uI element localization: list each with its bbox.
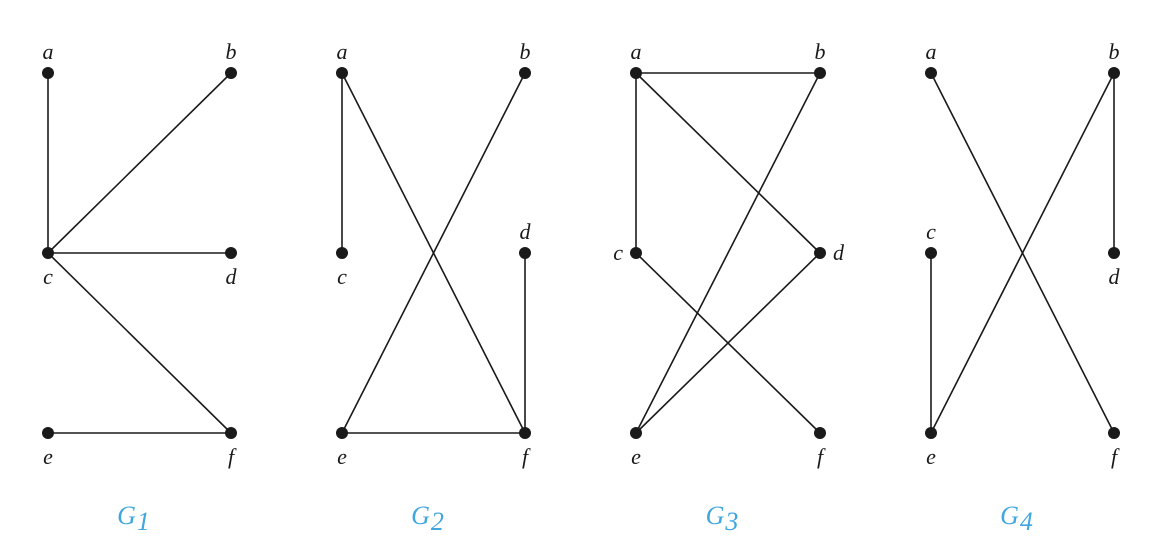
graph-caption-g3: G3 bbox=[706, 501, 739, 536]
graph-g4: a b c d e fG4 bbox=[925, 39, 1121, 536]
edge-g1-b-c bbox=[47, 72, 232, 254]
vertex-label-g2-e: e bbox=[337, 444, 347, 469]
graph-caption-name: G bbox=[117, 501, 136, 530]
vertex-g3-a bbox=[630, 67, 642, 79]
vertex-label-g3-a: a bbox=[631, 39, 642, 64]
vertex-g2-f bbox=[519, 427, 531, 439]
graph-g1: a b c d e fG1 bbox=[42, 39, 238, 536]
edge-g2-b-e bbox=[341, 72, 526, 434]
vertex-g3-e bbox=[630, 427, 642, 439]
vertex-label-g2-a: a bbox=[337, 39, 348, 64]
vertex-g1-f bbox=[225, 427, 237, 439]
graph-caption-g4: G4 bbox=[1000, 501, 1033, 536]
vertex-g4-e bbox=[925, 427, 937, 439]
edge-g3-d-e bbox=[635, 252, 821, 434]
vertex-label-g3-c: c bbox=[613, 240, 623, 265]
graph-g3: a b c d e fG3 bbox=[613, 39, 845, 536]
vertex-label-g1-c: c bbox=[43, 264, 53, 289]
vertex-label-g1-a: a bbox=[43, 39, 54, 64]
graph-caption-subscript: 3 bbox=[724, 507, 738, 536]
graph-g2: a b c d e fG2 bbox=[336, 39, 532, 536]
vertex-g3-f bbox=[814, 427, 826, 439]
vertex-label-g4-d: d bbox=[1109, 264, 1121, 289]
vertex-g1-b bbox=[225, 67, 237, 79]
edge-g1-c-f bbox=[47, 252, 232, 434]
vertex-g3-b bbox=[814, 67, 826, 79]
graph-caption-subscript: 2 bbox=[431, 507, 444, 536]
vertex-label-g4-a: a bbox=[926, 39, 937, 64]
vertex-label-g3-b: b bbox=[815, 39, 826, 64]
graph-caption-g1: G1 bbox=[117, 501, 150, 536]
graph-caption-name: G bbox=[411, 501, 430, 530]
vertex-label-g2-c: c bbox=[337, 264, 347, 289]
vertex-label-g1-e: e bbox=[43, 444, 53, 469]
vertex-g2-e bbox=[336, 427, 348, 439]
vertex-g4-b bbox=[1108, 67, 1120, 79]
vertex-label-g4-b: b bbox=[1109, 39, 1120, 64]
vertex-label-g2-b: b bbox=[520, 39, 531, 64]
vertex-g4-c bbox=[925, 247, 937, 259]
edge-g3-a-d bbox=[635, 72, 821, 254]
vertex-label-g1-f: f bbox=[228, 444, 237, 469]
vertex-g4-a bbox=[925, 67, 937, 79]
graph-caption-subscript: 4 bbox=[1020, 507, 1033, 536]
graph-caption-g2: G2 bbox=[411, 501, 444, 536]
edge-g4-b-e bbox=[930, 72, 1115, 434]
vertex-g3-d bbox=[814, 247, 826, 259]
vertex-label-g1-d: d bbox=[226, 264, 238, 289]
vertex-label-g4-e: e bbox=[926, 444, 936, 469]
vertex-g3-c bbox=[630, 247, 642, 259]
vertex-label-g3-f: f bbox=[817, 444, 826, 469]
vertex-label-g1-b: b bbox=[226, 39, 237, 64]
graph-caption-subscript: 1 bbox=[137, 507, 150, 536]
vertex-label-g4-f: f bbox=[1111, 444, 1120, 469]
vertex-label-g4-c: c bbox=[926, 219, 936, 244]
vertex-g4-f bbox=[1108, 427, 1120, 439]
vertex-g2-a bbox=[336, 67, 348, 79]
vertex-g4-d bbox=[1108, 247, 1120, 259]
vertex-label-g3-e: e bbox=[631, 444, 641, 469]
vertex-label-g2-f: f bbox=[522, 444, 531, 469]
vertex-g1-a bbox=[42, 67, 54, 79]
vertex-g1-d bbox=[225, 247, 237, 259]
edge-g3-b-e bbox=[635, 72, 821, 434]
vertex-g1-c bbox=[42, 247, 54, 259]
vertex-label-g3-d: d bbox=[833, 240, 845, 265]
vertex-label-g2-d: d bbox=[520, 219, 532, 244]
vertex-g2-d bbox=[519, 247, 531, 259]
vertex-g2-c bbox=[336, 247, 348, 259]
graph-caption-name: G bbox=[706, 501, 725, 530]
vertex-g1-e bbox=[42, 427, 54, 439]
vertex-g2-b bbox=[519, 67, 531, 79]
graph-caption-name: G bbox=[1000, 501, 1019, 530]
